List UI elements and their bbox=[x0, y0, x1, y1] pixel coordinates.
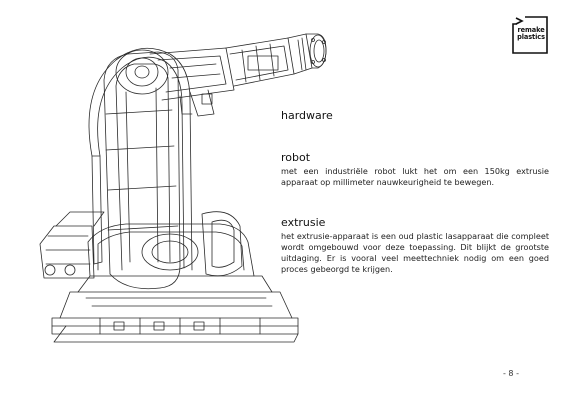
section-body: het extrusie-apparaat is een oud plastic… bbox=[281, 231, 549, 274]
logo-text: remake plastics bbox=[516, 26, 546, 42]
robot-arm-illustration bbox=[30, 30, 335, 348]
section-title: robot bbox=[281, 151, 311, 164]
section-body: met een industriële robot lukt het om ee… bbox=[281, 166, 549, 187]
section-robot: robot met een industriële robot lukt het… bbox=[281, 151, 549, 188]
page-heading: hardware bbox=[281, 109, 333, 122]
logo-bracket-icon bbox=[512, 16, 548, 54]
logo-line-1: remake bbox=[517, 26, 545, 34]
section-extrusie: extrusie het extrusie-apparaat is een ou… bbox=[281, 216, 549, 275]
logo-line-2: plastics bbox=[517, 33, 545, 42]
section-title: extrusie bbox=[281, 216, 326, 229]
remake-plastics-logo: remake plastics bbox=[512, 16, 548, 54]
page-number: - 8 - bbox=[503, 369, 519, 378]
